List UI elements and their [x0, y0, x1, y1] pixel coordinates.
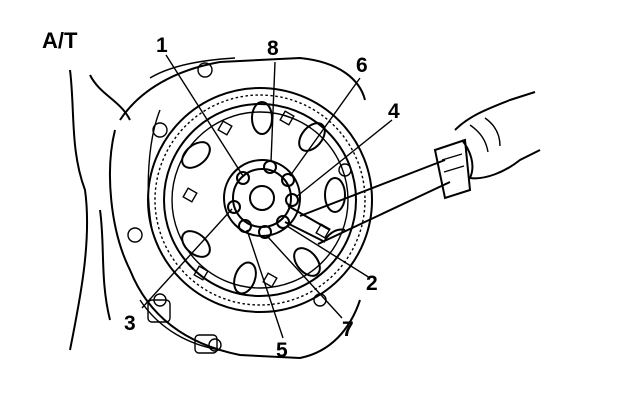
transmission-label: A/T — [42, 28, 78, 53]
bolt-5 — [238, 219, 252, 233]
torque-wrench — [284, 138, 472, 245]
bolt-6 — [281, 173, 295, 187]
engine-block — [69, 56, 366, 360]
bolt-4 — [285, 193, 299, 207]
bolt-7 — [258, 225, 272, 239]
bolt-label-8: 8 — [267, 37, 279, 60]
bolt-label-4: 4 — [388, 100, 400, 123]
leader-lines — [141, 54, 393, 339]
bolt-label-7: 7 — [342, 318, 354, 341]
flywheel — [147, 87, 373, 313]
bolt-label-6: 6 — [356, 54, 368, 77]
bolt-3 — [227, 200, 241, 214]
bolt-label-2: 2 — [366, 272, 378, 295]
hand-icon — [454, 91, 541, 180]
hub-bolts — [227, 160, 299, 239]
bolt-label-5: 5 — [276, 339, 288, 362]
bolt-2 — [276, 215, 290, 229]
bolt-8 — [263, 160, 277, 174]
bolt-label-1: 1 — [156, 34, 168, 57]
bolt-label-3: 3 — [124, 312, 136, 335]
bolt-1 — [236, 171, 250, 185]
